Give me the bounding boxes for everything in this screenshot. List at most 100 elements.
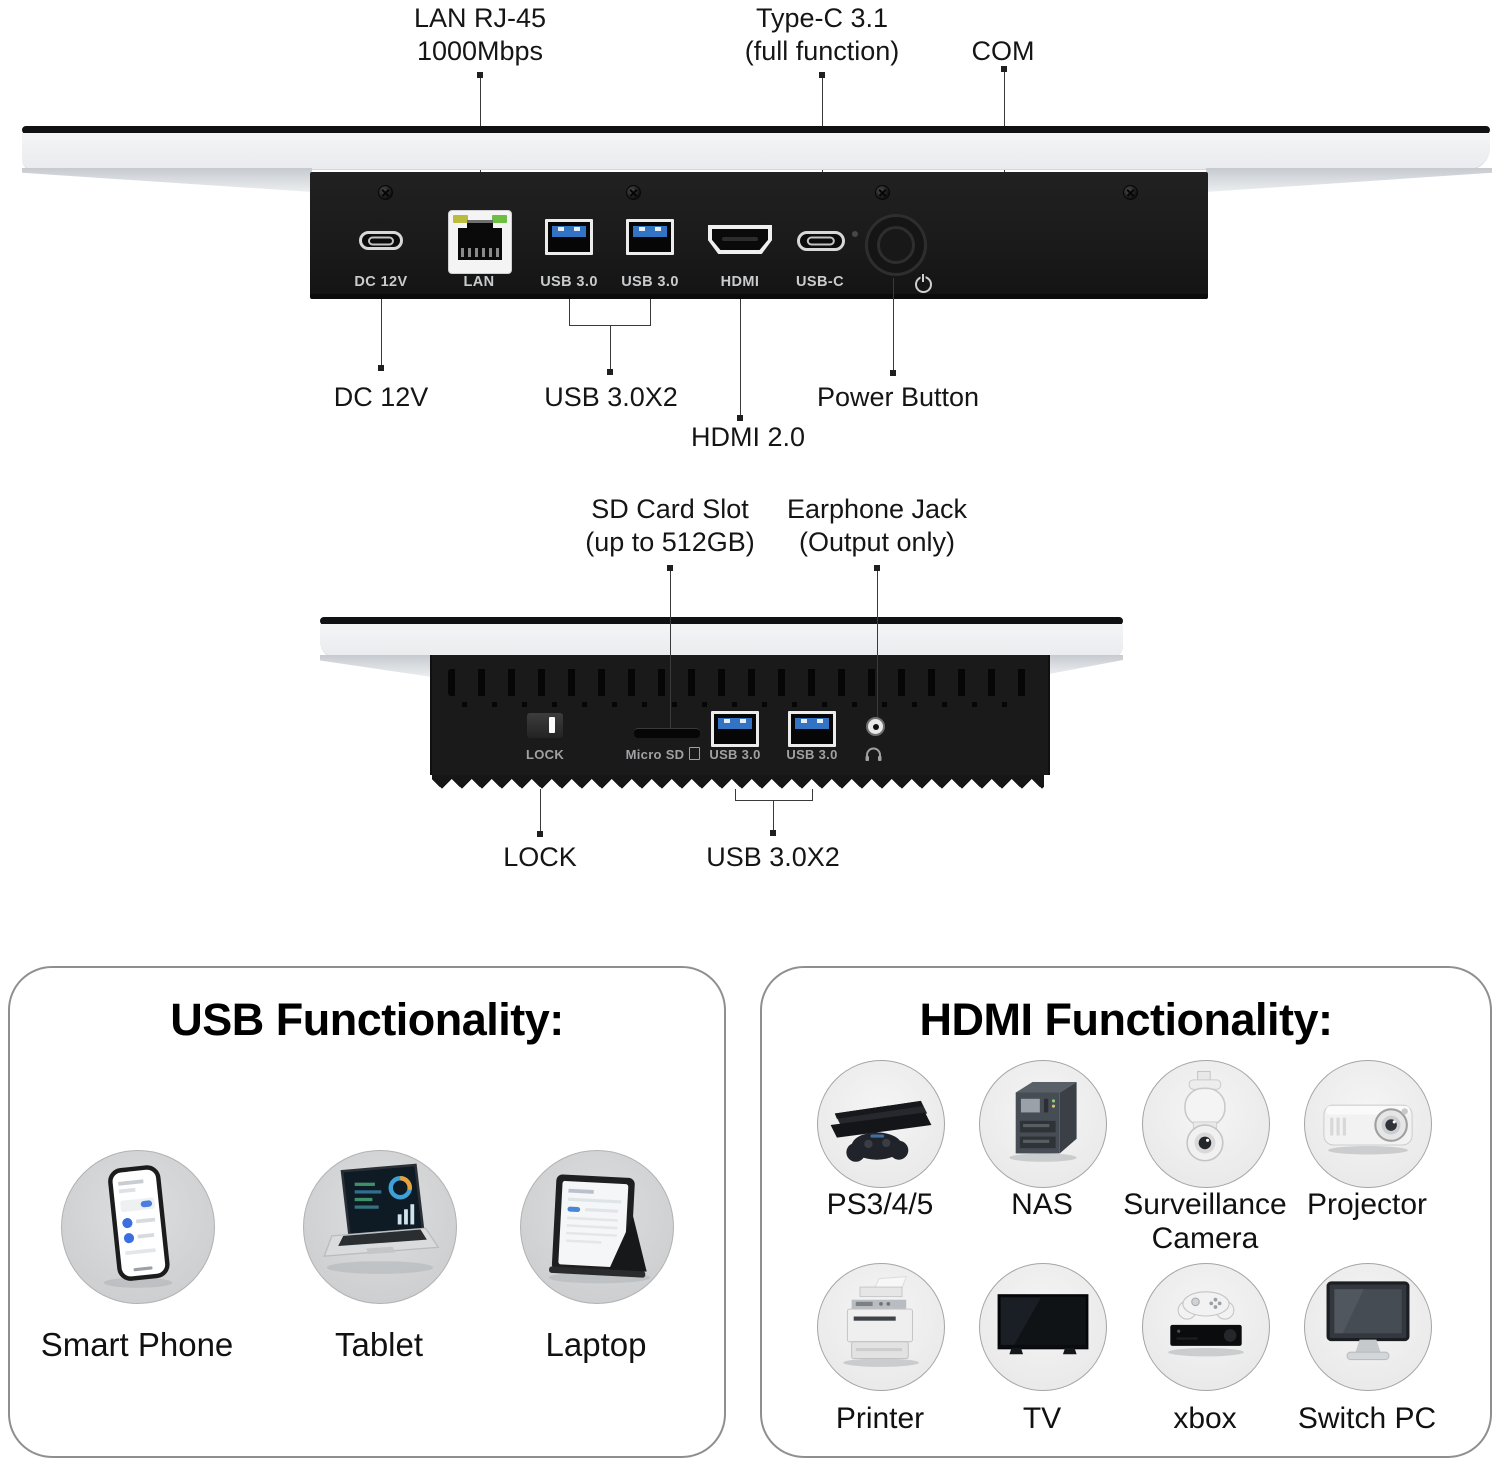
callout-earphone-line2: (Output only) bbox=[798, 527, 956, 557]
xbox-photo bbox=[1142, 1263, 1270, 1391]
heatsink-serration bbox=[432, 775, 1044, 789]
callout-dot bbox=[890, 370, 896, 376]
usb3-port-bottom-2 bbox=[788, 711, 836, 747]
callout-dot bbox=[770, 830, 776, 836]
power-icon bbox=[915, 274, 932, 293]
screw-icon bbox=[875, 185, 890, 200]
callout-line-earphone bbox=[877, 571, 878, 717]
callout-sd-line2: (up to 512GB) bbox=[585, 527, 755, 557]
power-button-inner bbox=[877, 226, 915, 264]
vent-dots bbox=[462, 702, 1018, 707]
hdmi-item-label-nas: NAS bbox=[1011, 1188, 1073, 1221]
usb3-tongue bbox=[633, 226, 667, 237]
monitor-top-edge bbox=[22, 126, 1490, 134]
monitor-underside-shadow bbox=[1044, 655, 1123, 675]
hdmi-item-label-printer: Printer bbox=[835, 1402, 925, 1435]
callout-line-sd bbox=[670, 571, 671, 728]
usb3-tongue bbox=[718, 718, 752, 729]
screw-icon bbox=[626, 185, 641, 200]
callout-line-usbb-mid bbox=[773, 800, 774, 831]
usb-box-title: USB Functionality: bbox=[170, 994, 564, 1045]
usb-c-port bbox=[797, 231, 845, 251]
hdmi-port bbox=[708, 225, 772, 254]
hdmi-item-label-camera: Surveillance Camera bbox=[1123, 1188, 1287, 1255]
callout-dot bbox=[607, 369, 613, 375]
callout-lan: LAN RJ-45 1000Mbps bbox=[360, 2, 600, 68]
projector-photo bbox=[1304, 1060, 1432, 1188]
callout-earphone-line1: Earphone Jack bbox=[786, 494, 968, 524]
lan-led-green bbox=[492, 215, 507, 223]
callout-typec: Type-C 3.1 (full function) bbox=[682, 2, 962, 68]
printer-icon bbox=[843, 1276, 919, 1367]
callout-dot bbox=[1001, 66, 1007, 72]
surveillance-camera-icon bbox=[1184, 1070, 1226, 1162]
hdmi-item-label-projector: Projector bbox=[1306, 1188, 1428, 1221]
port-label-usb-bottom-1: USB 3.0 bbox=[709, 747, 761, 762]
port-label-lock: LOCK bbox=[525, 747, 565, 762]
label-power-button: Power Button bbox=[816, 382, 980, 412]
usb3-tongue bbox=[552, 226, 586, 237]
printer-photo bbox=[817, 1263, 945, 1391]
switch-pc-icon bbox=[1326, 1281, 1410, 1361]
power-led bbox=[852, 231, 858, 237]
monitor-underside-shadow bbox=[320, 655, 432, 677]
smartphone-photo bbox=[61, 1150, 215, 1304]
hdmi-item-label-xbox: xbox bbox=[1173, 1402, 1237, 1435]
laptop-icon bbox=[323, 1163, 440, 1274]
hdmi-box-title: HDMI Functionality: bbox=[919, 994, 1333, 1045]
callout-line-usbb-b bbox=[812, 789, 813, 801]
usb3-port-bottom-1 bbox=[711, 711, 759, 747]
callout-earphone: Earphone Jack (Output only) bbox=[747, 493, 1007, 559]
label-usb30x2: USB 3.0X2 bbox=[544, 382, 678, 412]
surveillance-camera-photo bbox=[1142, 1060, 1270, 1188]
nas-icon bbox=[1009, 1082, 1077, 1162]
callout-dot bbox=[874, 565, 880, 571]
callout-dot bbox=[477, 72, 483, 78]
laptop-photo bbox=[303, 1150, 457, 1304]
port-label-lan: LAN bbox=[463, 274, 495, 290]
port-label-microsd: Micro SD bbox=[608, 747, 718, 762]
micro-sd-slot[interactable] bbox=[634, 728, 700, 738]
callout-line-hdmi bbox=[740, 299, 741, 416]
callout-sd-line1: SD Card Slot bbox=[591, 494, 749, 524]
dc-12v-port bbox=[359, 231, 403, 250]
lan-pins bbox=[461, 248, 499, 257]
port-label-usb2: USB 3.0 bbox=[621, 274, 679, 290]
monitor-bottom-edge bbox=[320, 617, 1123, 625]
port-label-dc: DC 12V bbox=[354, 274, 408, 290]
monitor-body-rear bbox=[22, 133, 1490, 170]
callout-lan-line2: 1000Mbps bbox=[416, 36, 544, 66]
ps-console-photo bbox=[817, 1060, 945, 1188]
smartphone-icon bbox=[103, 1165, 173, 1288]
callout-dot bbox=[667, 565, 673, 571]
usb3-port-2 bbox=[626, 219, 674, 255]
monitor-underside-shadow bbox=[22, 168, 312, 192]
sd-card-icon bbox=[689, 747, 701, 760]
label-lock: LOCK bbox=[503, 842, 577, 872]
label-hdmi20: HDMI 2.0 bbox=[690, 422, 806, 452]
callout-line-lock bbox=[540, 789, 541, 832]
usb-item-label-smartphone: Smart Phone bbox=[40, 1326, 234, 1363]
micro-sd-text: Micro SD bbox=[625, 747, 685, 762]
headphone-icon bbox=[865, 747, 882, 761]
callout-dot bbox=[378, 365, 384, 371]
callout-line-usb-mid bbox=[610, 325, 611, 370]
callout-sd: SD Card Slot (up to 512GB) bbox=[540, 493, 800, 559]
xbox-icon bbox=[1168, 1291, 1244, 1357]
hdmi-slot bbox=[722, 237, 758, 241]
callout-com-line1: COM bbox=[971, 36, 1035, 66]
callout-lan-line1: LAN RJ-45 bbox=[413, 3, 547, 33]
callout-line-power bbox=[893, 278, 894, 371]
hdmi-item-label-tv: TV bbox=[1022, 1402, 1062, 1435]
port-label-hdmi: HDMI bbox=[720, 274, 760, 290]
callout-dot bbox=[737, 415, 743, 421]
monitor-underside-shadow bbox=[1206, 168, 1492, 192]
callout-line-usb-b bbox=[650, 299, 651, 326]
power-button[interactable] bbox=[865, 214, 927, 276]
usb3-port-1 bbox=[545, 219, 593, 255]
vent-slits bbox=[448, 669, 1030, 696]
tv-photo bbox=[979, 1263, 1107, 1391]
lan-led-amber bbox=[453, 215, 468, 223]
kensington-lock-slot bbox=[527, 713, 563, 738]
usb3-tongue bbox=[795, 718, 829, 729]
